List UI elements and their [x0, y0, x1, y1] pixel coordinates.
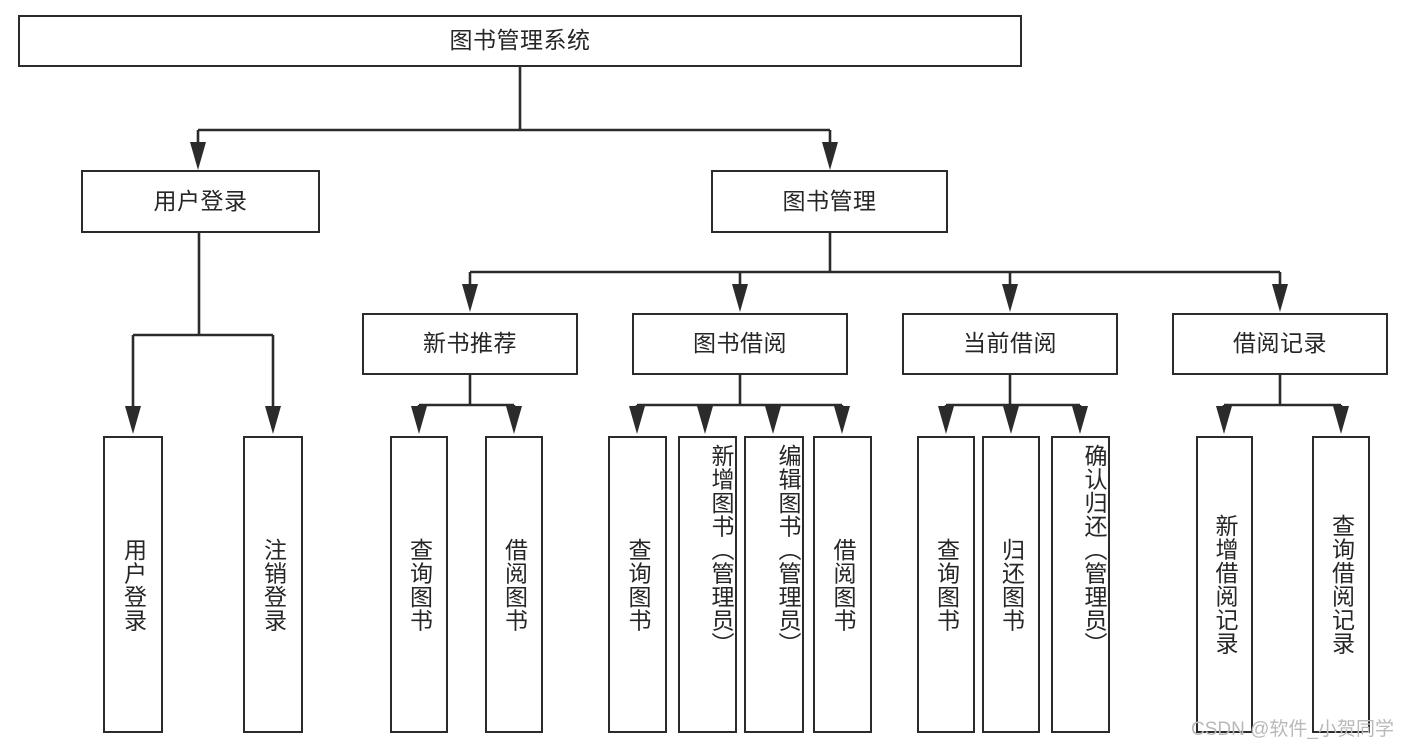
watermark-text: CSDN @软件_小贺同学 [1191, 719, 1394, 740]
node-leaf-edit-book-label: 编辑图书（管理员） [775, 444, 801, 656]
node-leaf-query-book-1-label: 查询图书 [406, 537, 433, 632]
node-leaf-query-record[interactable]: 查询借阅记录 [1312, 436, 1370, 733]
node-leaf-edit-book[interactable]: 编辑图书（管理员） [744, 436, 804, 733]
node-leaf-borrow-book-1[interactable]: 借阅图书 [485, 436, 543, 733]
node-leaf-add-record-label: 新增借阅记录 [1212, 514, 1239, 655]
node-leaf-borrow-book-2[interactable]: 借阅图书 [813, 436, 872, 733]
node-leaf-add-record[interactable]: 新增借阅记录 [1196, 436, 1253, 733]
node-leaf-borrow-book-1-label: 借阅图书 [501, 537, 528, 632]
node-leaf-user-login[interactable]: 用户登录 [103, 436, 163, 733]
node-leaf-return-book[interactable]: 归还图书 [982, 436, 1040, 733]
node-leaf-user-login-label: 用户登录 [120, 537, 147, 632]
node-current-borrow[interactable]: 当前借阅 [902, 313, 1118, 375]
node-leaf-logout-label: 注销登录 [260, 537, 287, 632]
node-leaf-return-book-label: 归还图书 [998, 537, 1025, 632]
node-leaf-query-book-3[interactable]: 查询图书 [917, 436, 975, 733]
node-leaf-confirm-return[interactable]: 确认归还（管理员） [1051, 436, 1110, 733]
node-book-borrow[interactable]: 图书借阅 [632, 313, 848, 375]
node-leaf-borrow-book-2-label: 借阅图书 [830, 537, 857, 632]
node-user-login-label: 用户登录 [153, 187, 248, 214]
node-leaf-add-book[interactable]: 新增图书（管理员） [678, 436, 737, 733]
node-user-login[interactable]: 用户登录 [81, 170, 320, 233]
node-leaf-query-record-label: 查询借阅记录 [1328, 514, 1355, 655]
node-borrow-records-label: 借阅记录 [1233, 330, 1327, 357]
node-leaf-add-book-label: 新增图书（管理员） [708, 444, 734, 656]
node-new-book-recommend-label: 新书推荐 [423, 330, 517, 357]
node-leaf-query-book-3-label: 查询图书 [933, 537, 960, 632]
node-leaf-query-book-2-label: 查询图书 [625, 537, 652, 632]
node-root-label: 图书管理系统 [449, 27, 591, 54]
node-borrow-records[interactable]: 借阅记录 [1172, 313, 1388, 375]
node-leaf-logout[interactable]: 注销登录 [243, 436, 303, 733]
node-leaf-query-book-2[interactable]: 查询图书 [608, 436, 667, 733]
node-book-borrow-label: 图书借阅 [693, 330, 787, 357]
node-new-book-recommend[interactable]: 新书推荐 [362, 313, 578, 375]
node-leaf-confirm-return-label: 确认归还（管理员） [1081, 444, 1107, 656]
node-root[interactable]: 图书管理系统 [18, 15, 1022, 67]
node-leaf-query-book-1[interactable]: 查询图书 [390, 436, 448, 733]
node-current-borrow-label: 当前借阅 [963, 330, 1057, 357]
node-book-management[interactable]: 图书管理 [711, 170, 948, 233]
node-book-management-label: 图书管理 [782, 187, 877, 214]
